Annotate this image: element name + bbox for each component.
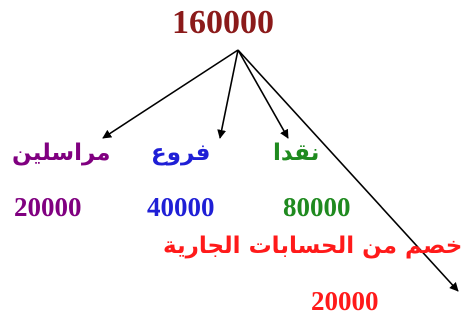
branch-label-correspondents: مراسلين: [12, 140, 111, 166]
arrow-to-cash: [237, 49, 289, 139]
branch-label-branches: فروع: [151, 140, 211, 166]
branch-value-branches: 40000: [147, 192, 215, 222]
arrow-to-branches: [217, 49, 239, 139]
branch-value-current-accounts: 20000: [311, 286, 379, 316]
branch-label-cash: نقدا: [273, 140, 320, 166]
arrow-to-current-accounts: [237, 49, 459, 292]
branch-value-cash: 80000: [283, 192, 351, 222]
arrow-to-correspondents: [102, 49, 239, 139]
total-amount: 160000: [172, 4, 274, 41]
branch-value-correspondents: 20000: [14, 192, 82, 222]
branch-label-current-accounts: خصم من الحسابات الجارية: [163, 233, 463, 259]
